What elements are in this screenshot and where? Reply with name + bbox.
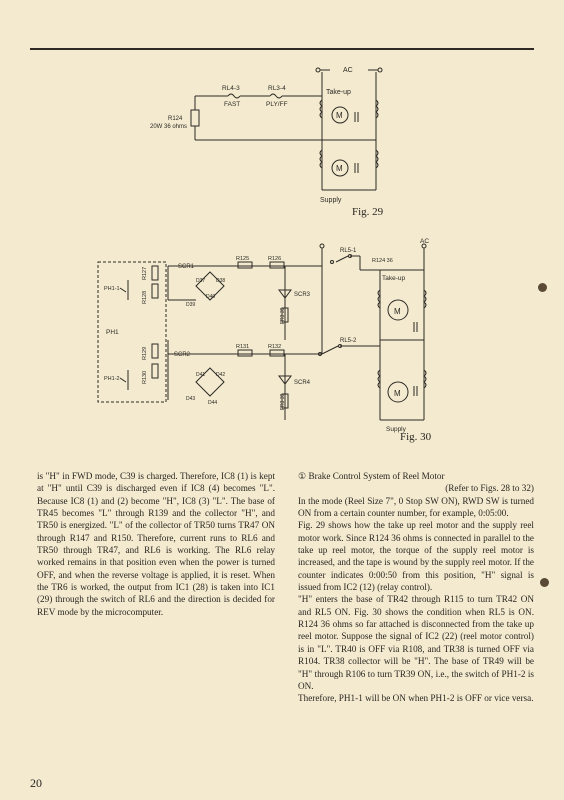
binder-hole xyxy=(540,578,549,587)
fig29-plyff: PLY/FF xyxy=(266,101,288,108)
fig29-r124-spec: 20W 36 ohms xyxy=(150,124,187,130)
fig30-rl51: RL5-1 xyxy=(340,248,357,254)
fig30-supply: Supply xyxy=(386,426,407,433)
fig30-fr3-top: FR3 39 xyxy=(280,307,286,324)
fig30-ph12: PH1-2 xyxy=(104,376,120,382)
fig30-r129: R129 xyxy=(142,347,148,360)
right-paragraph: "H" enters the base of TR42 through R115… xyxy=(298,594,534,691)
fig30-takeup: Take-up xyxy=(382,275,406,282)
fig30-r128: R128 xyxy=(142,291,148,304)
fig30-d43: D43 xyxy=(186,396,195,402)
section-ref: (Refer to Figs. 28 to 32) xyxy=(445,483,534,494)
fig30-d39: D39 xyxy=(186,302,195,308)
fig30-ac: AC xyxy=(420,238,429,245)
left-paragraph: is "H" in FWD mode, C39 is charged. Ther… xyxy=(37,471,275,617)
fig29-supply: Supply xyxy=(320,197,342,204)
left-text-column: is "H" in FWD mode, C39 is charged. Ther… xyxy=(37,470,275,618)
fig30-motor-supply: M xyxy=(394,389,401,398)
fig29-motor-supply: M xyxy=(336,164,343,173)
right-text-column: ① Brake Control System of Reel Motor (Re… xyxy=(298,470,534,705)
fig30-r127: R127 xyxy=(142,267,148,280)
fig30-r132: R132 xyxy=(268,344,281,350)
fig29-takeup: Take-up xyxy=(326,89,351,96)
fig30-scr1: SCR1 xyxy=(178,264,195,270)
section-heading-line: ① Brake Control System of Reel Motor xyxy=(298,470,534,482)
fig30-r124-36: R124 36 xyxy=(372,258,393,264)
fig30-rl52: RL5-2 xyxy=(340,338,357,344)
fig30-motor-takeup: M xyxy=(394,307,401,316)
section-number: ① xyxy=(298,471,307,481)
fig30-d40: D40 xyxy=(206,294,215,300)
right-paragraph: In the mode (Reel Size 7", 0 Stop SW ON)… xyxy=(298,495,534,519)
fig30-scr4: SCR4 xyxy=(294,380,311,386)
fig30-ph11: PH1-1 xyxy=(104,286,120,292)
fig30-ph1: PH1 xyxy=(106,329,119,336)
fig30-r131: R131 xyxy=(236,344,249,350)
fig30-d42: D42 xyxy=(216,372,225,378)
fig29-rl34: RL3-4 xyxy=(268,85,286,92)
fig30-d41: D41 xyxy=(196,372,205,378)
fig29-caption: Fig. 29 xyxy=(352,206,384,218)
fig30-r126: R126 xyxy=(268,256,281,262)
fig30-d37: D37 xyxy=(196,278,205,284)
top-rule xyxy=(30,48,534,50)
right-paragraph: Therefore, PH1-1 will be ON when PH1-2 i… xyxy=(298,693,534,704)
fig30-fr3-bot: FR3 39 xyxy=(280,393,286,410)
fig30-d44: D44 xyxy=(208,400,217,406)
binder-hole xyxy=(538,283,547,292)
fig29-ac-label: AC xyxy=(343,67,353,74)
fig29-motor-takeup: M xyxy=(336,111,343,120)
fig30-scr2: SCR2 xyxy=(174,352,191,358)
fig30-d38: D38 xyxy=(216,278,225,284)
page-number: 20 xyxy=(30,776,42,790)
fig29-r124: R124 xyxy=(168,116,183,122)
fig29-rl43: RL4-3 xyxy=(222,85,240,92)
fig30-scr3: SCR3 xyxy=(294,292,311,298)
right-paragraph: Fig. 29 shows how the take up reel motor… xyxy=(298,520,534,593)
fig30-r125: R125 xyxy=(236,256,249,262)
fig30-r130: R130 xyxy=(142,371,148,384)
fig29-fast: FAST xyxy=(224,101,240,108)
fig30-caption: Fig. 30 xyxy=(400,431,432,443)
section-heading: Brake Control System of Reel Motor xyxy=(308,471,445,481)
